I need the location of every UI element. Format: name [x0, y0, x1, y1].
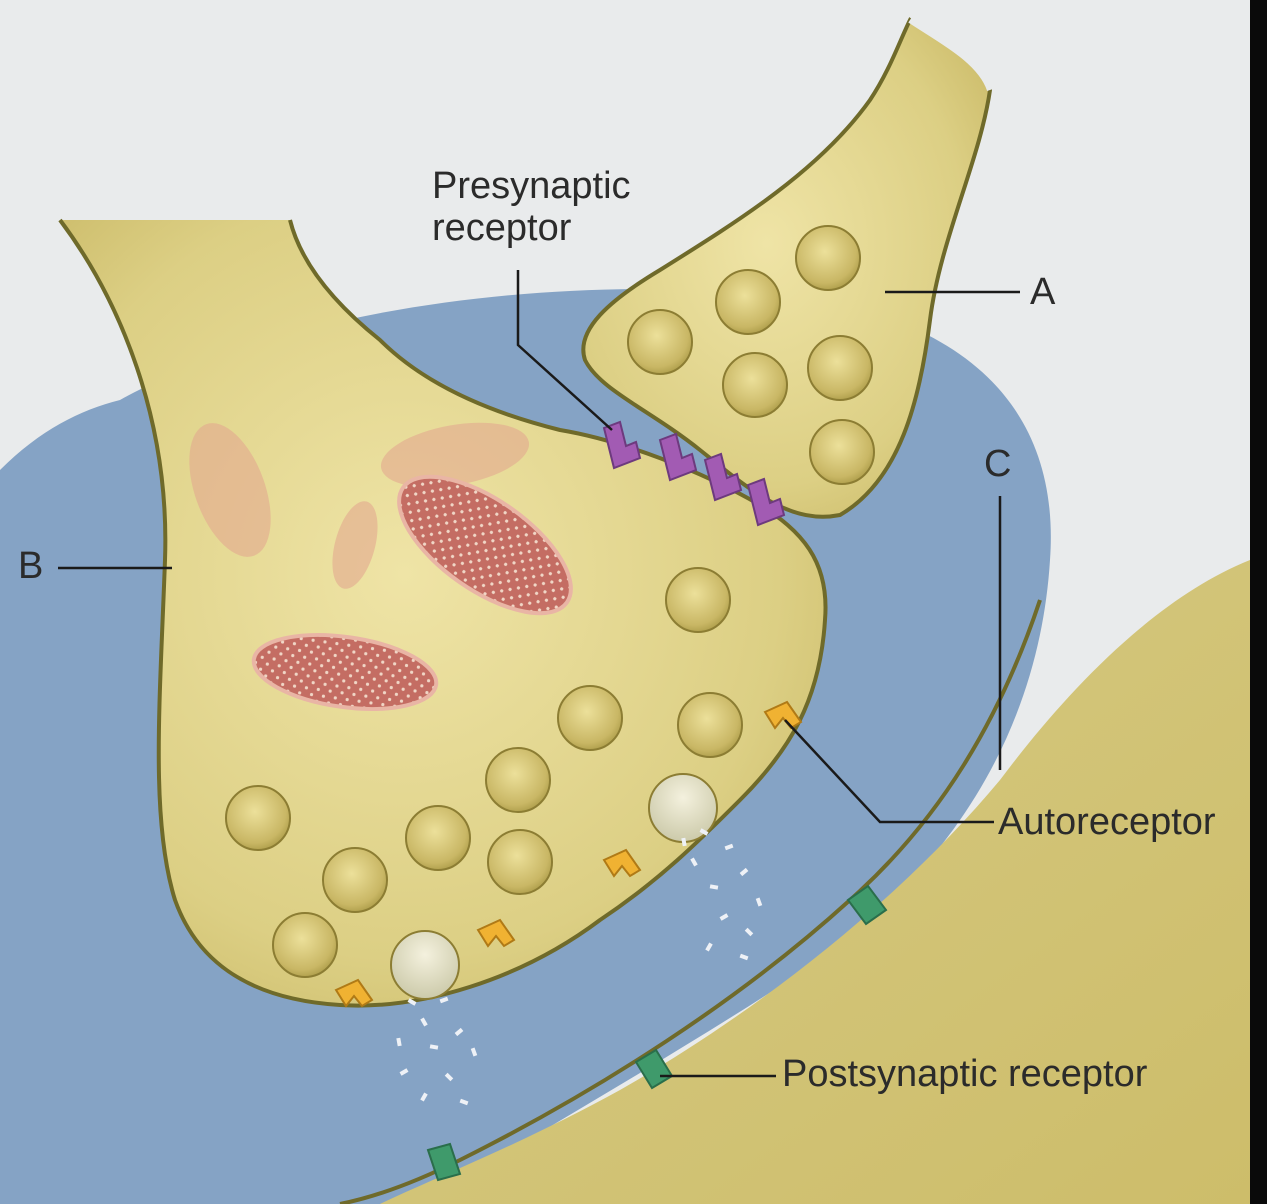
- vesicle: [678, 693, 742, 757]
- label-b: B: [18, 546, 43, 588]
- label-a: A: [1030, 272, 1055, 314]
- vesicle: [226, 786, 290, 850]
- vesicle: [808, 336, 872, 400]
- vesicle: [628, 310, 692, 374]
- vesicle: [810, 420, 874, 484]
- vesicle: [273, 913, 337, 977]
- vesicle: [323, 848, 387, 912]
- frame-edge: [1250, 0, 1267, 1204]
- vesicle: [723, 353, 787, 417]
- autoreceptor-label: Autoreceptor: [998, 802, 1216, 844]
- vesicle: [666, 568, 730, 632]
- vesicle: [796, 226, 860, 290]
- vesicle: [486, 748, 550, 812]
- fusing-vesicle: [391, 931, 459, 999]
- vesicle: [406, 806, 470, 870]
- label-c: C: [984, 444, 1011, 486]
- presynaptic-receptor-label: Presynaptic receptor: [432, 166, 631, 250]
- presynaptic-label-line2: receptor: [432, 208, 631, 250]
- postsynaptic-receptor-label: Postsynaptic receptor: [782, 1054, 1147, 1096]
- presynaptic-label-line1: Presynaptic: [432, 166, 631, 208]
- vesicle: [488, 830, 552, 894]
- vesicle: [558, 686, 622, 750]
- vesicle: [716, 270, 780, 334]
